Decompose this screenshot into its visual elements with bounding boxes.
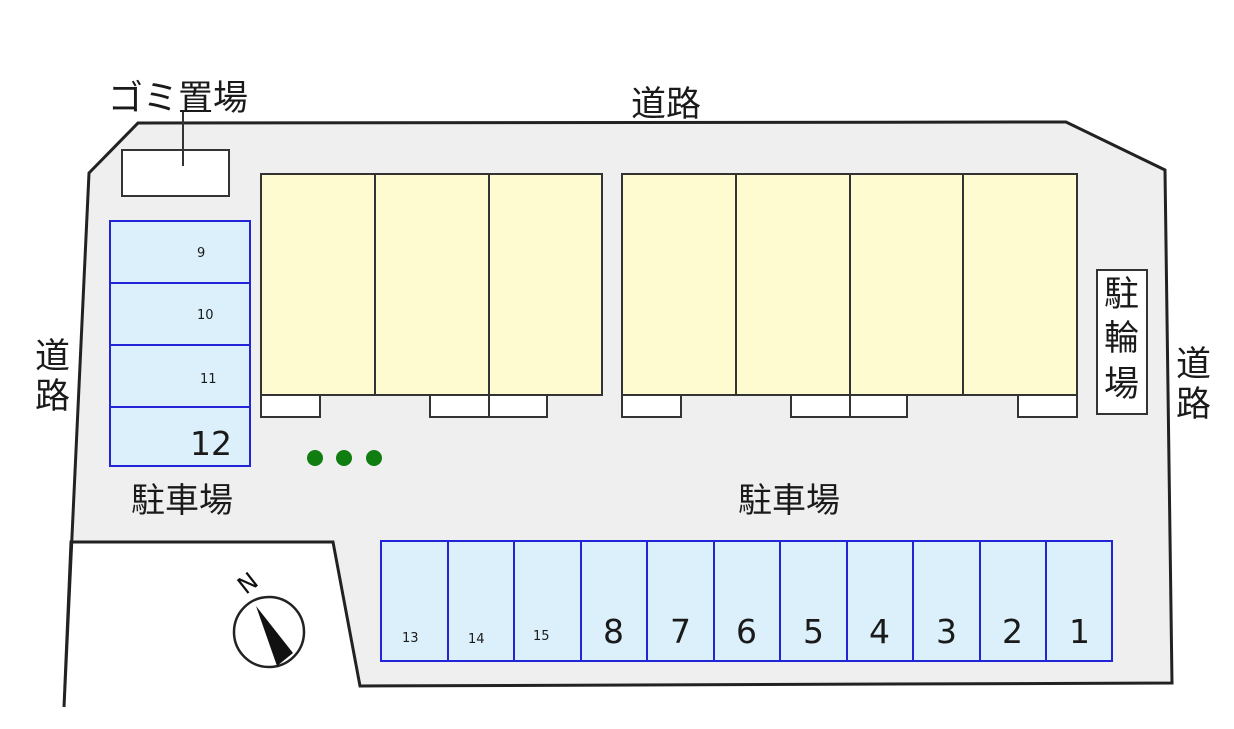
parking-stall [580,540,648,662]
parking-stall [646,540,715,662]
road-top-label: 道路 [631,85,701,125]
unit [962,173,1078,396]
entrance-step [621,394,682,418]
unit [849,173,964,396]
entrance-steps [260,394,1078,418]
unit [488,173,603,396]
parking-stall-number: 7 [670,612,691,651]
entrance-step [488,394,548,418]
tree-icon [366,450,382,466]
parking-stall [779,540,848,662]
unit [374,173,490,396]
parking-stall [1045,540,1113,662]
road-right-label-1: 道 [1176,345,1211,385]
road-right-label-2: 路 [1176,385,1211,425]
road-left-label-2: 路 [35,377,70,417]
parking-stall-number: 4 [869,612,890,651]
parking-stall-number: 1 [1069,612,1090,651]
parking-stall [713,540,781,662]
bicycle-parking [1096,269,1148,415]
unit [621,173,737,396]
parking-bottom: 13 14 15 8 7 6 5 4 3 2 1 [380,540,1113,662]
parking-stall-number: 8 [603,612,624,651]
parking-stall-number: 9 [197,246,205,261]
parking-stall [846,540,914,662]
parking-stall-number: 15 [533,629,550,644]
parking-stall-number: 6 [736,612,757,651]
parking-stall-number: 3 [936,612,957,651]
parking-stall-number: 11 [200,372,217,387]
parking-stall [447,540,515,662]
entrance-step [1017,394,1078,418]
bicycle-label-2: 輪 [1104,319,1139,359]
entrance-step [260,394,321,418]
parking-left-label: 駐車場 [131,481,233,521]
parking-stall-number: 5 [803,612,824,651]
parking-stall [979,540,1047,662]
parking-stall-number: 12 [190,424,232,463]
parking-stall [380,540,449,662]
parking-stall [912,540,981,662]
compass-icon: N [232,567,306,669]
trees [307,450,382,466]
garbage-label: ゴミ置場 [108,79,248,119]
parking-stall [109,406,251,467]
garbage-area [121,149,230,197]
parking-stall-number: 13 [402,631,419,646]
parking-bottom-label: 駐車場 [738,481,840,521]
road-left-label-1: 道 [35,337,70,377]
parking-stall [109,344,251,408]
parking-stall [109,220,251,284]
parking-left: 9 10 11 12 [109,220,251,467]
parking-stall [513,540,582,662]
parking-stall-number: 10 [197,308,214,323]
compass-needle-icon [256,606,293,666]
entrance-step [429,394,490,418]
tree-icon [336,450,352,466]
parking-stall-number: 14 [468,632,485,647]
tree-icon [307,450,323,466]
building-units [260,173,1078,396]
unit [260,173,376,396]
bicycle-label-3: 場 [1104,365,1139,405]
entrance-step [790,394,851,418]
entrance-step [849,394,908,418]
compass-north-label: N [232,567,263,600]
parking-stall [109,282,251,346]
parking-stall-number: 2 [1002,612,1023,651]
unit [735,173,851,396]
bicycle-label-1: 駐 [1104,275,1139,315]
